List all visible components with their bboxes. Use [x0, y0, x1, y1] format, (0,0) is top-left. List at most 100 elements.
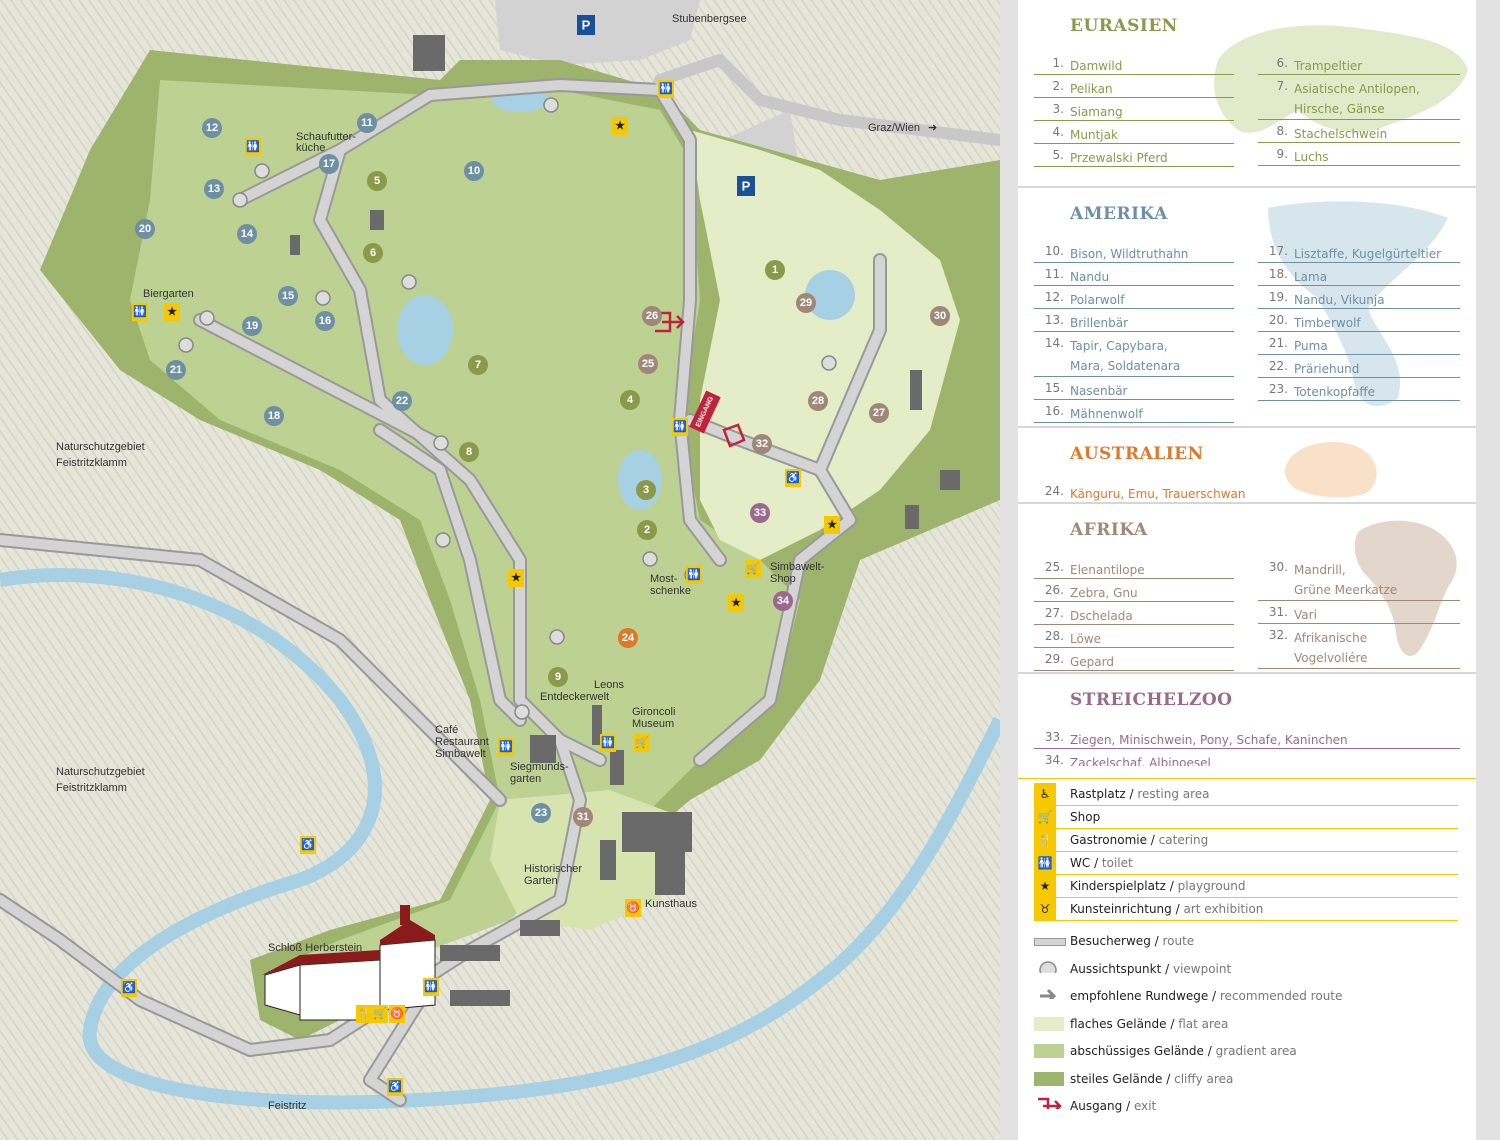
animal-marker-5[interactable]: 5	[367, 171, 387, 191]
animal-marker-9[interactable]: 9	[548, 667, 568, 687]
legend-item-line: Trampeltier	[1294, 59, 1363, 73]
animal-marker-15[interactable]: 15	[278, 286, 298, 306]
marker-circle[interactable]	[869, 403, 889, 423]
legend-item-label: Stachelschwein	[1294, 124, 1387, 144]
svg-text:garten: garten	[510, 773, 541, 785]
animal-marker-20[interactable]: 20	[135, 219, 155, 239]
marker-circle[interactable]	[620, 390, 640, 410]
legend-item-label: Känguru, Emu, Trauerschwan	[1070, 484, 1246, 502]
marker-circle[interactable]	[618, 628, 638, 648]
art-icon: ♉	[1034, 898, 1056, 920]
marker-circle[interactable]	[930, 306, 950, 326]
animal-marker-6[interactable]: 6	[363, 243, 383, 263]
map-key-de: steiles Gelände	[1070, 1071, 1163, 1086]
marker-circle[interactable]	[808, 391, 828, 411]
legend-item-label: Bison, Wildtruthahn	[1070, 244, 1188, 264]
marker-circle[interactable]	[315, 311, 335, 331]
marker-circle[interactable]	[204, 179, 224, 199]
animal-marker-14[interactable]: 14	[237, 224, 257, 244]
animal-marker-7[interactable]: 7	[468, 355, 488, 375]
animal-marker-17[interactable]: 17	[319, 154, 339, 174]
marker-circle[interactable]	[750, 503, 770, 523]
viewpoint-icon	[549, 629, 565, 645]
marker-number: 13	[208, 183, 220, 195]
animal-marker-26[interactable]: 26	[642, 306, 662, 326]
marker-circle[interactable]	[319, 154, 339, 174]
marker-circle[interactable]	[636, 480, 656, 500]
viewpoints[interactable]	[178, 97, 837, 720]
animal-marker-11[interactable]: 11	[357, 113, 377, 133]
animal-marker-16[interactable]: 16	[315, 311, 335, 331]
animal-marker-10[interactable]: 10	[464, 161, 484, 181]
art-icon: ♉	[626, 901, 640, 914]
marker-circle[interactable]	[638, 354, 658, 374]
marker-circle[interactable]	[752, 434, 772, 454]
animal-marker-3[interactable]: 3	[636, 480, 656, 500]
icon-key-en: catering	[1158, 833, 1209, 847]
animal-marker-31[interactable]: 31	[573, 807, 593, 827]
zoo-map[interactable]: P P EINGANG Stubenbergsee Graz/Wien ➜ Sc…	[0, 0, 1000, 1140]
animal-markers[interactable]: 1234567891011121314151617181920212223242…	[135, 113, 950, 827]
animal-marker-1[interactable]: 1	[765, 260, 785, 280]
marker-circle[interactable]	[531, 803, 551, 823]
exit-icon[interactable]	[655, 311, 685, 333]
animal-marker-24[interactable]: 24	[618, 628, 638, 648]
animal-marker-32[interactable]: 32	[752, 434, 772, 454]
animal-marker-30[interactable]: 30	[930, 306, 950, 326]
marker-circle[interactable]	[468, 355, 488, 375]
animal-marker-25[interactable]: 25	[638, 354, 658, 374]
animal-marker-29[interactable]: 29	[796, 293, 816, 313]
legend-item-line: Nasenbär	[1070, 384, 1128, 398]
exit-icon[interactable]	[722, 423, 746, 448]
legend-item-line: Polarwolf	[1070, 293, 1125, 307]
marker-circle[interactable]	[637, 520, 657, 540]
map-key-label: Besucherweg / route	[1070, 934, 1195, 948]
marker-circle[interactable]	[357, 113, 377, 133]
legend-item: 11.Nandu	[1034, 263, 1234, 286]
animal-marker-33[interactable]: 33	[750, 503, 770, 523]
marker-circle[interactable]	[773, 591, 793, 611]
marker-circle[interactable]	[363, 243, 383, 263]
marker-circle[interactable]	[796, 293, 816, 313]
legend-item: 25.Elenantilope	[1034, 556, 1234, 579]
animal-marker-27[interactable]: 27	[869, 403, 889, 423]
animal-marker-8[interactable]: 8	[459, 442, 479, 462]
animal-marker-23[interactable]: 23	[531, 803, 551, 823]
marker-circle[interactable]	[367, 171, 387, 191]
parking-sign: P	[577, 15, 595, 35]
marker-circle[interactable]	[135, 219, 155, 239]
animal-marker-18[interactable]: 18	[264, 406, 284, 426]
marker-circle[interactable]	[573, 807, 593, 827]
animal-marker-12[interactable]: 12	[202, 118, 222, 138]
marker-circle[interactable]	[642, 306, 662, 326]
legend-item: 8.Stachelschwein	[1258, 120, 1460, 143]
animal-marker-4[interactable]: 4	[620, 390, 640, 410]
marker-circle[interactable]	[278, 286, 298, 306]
marker-circle[interactable]	[237, 224, 257, 244]
marker-circle[interactable]	[242, 316, 262, 336]
marker-circle[interactable]	[392, 391, 412, 411]
icon-key-en: resting area	[1137, 787, 1210, 801]
animal-marker-2[interactable]: 2	[637, 520, 657, 540]
castle-schloss-herberstein[interactable]	[262, 905, 436, 1021]
animal-marker-19[interactable]: 19	[242, 316, 262, 336]
animal-marker-21[interactable]: 21	[166, 360, 186, 380]
marker-circle[interactable]	[264, 406, 284, 426]
animal-marker-13[interactable]: 13	[204, 179, 224, 199]
facility-icons[interactable]: 🚻 ★ 🚻 🚻 ★ 🚻 ★ 🚻 🛒 ★ ★ 🚻 🚻 🛒 ♉ 🚻 🍴 🛒	[121, 80, 840, 1096]
marker-circle[interactable]	[202, 118, 222, 138]
legend-item-number: 20.	[1268, 313, 1288, 327]
marker-circle[interactable]	[459, 442, 479, 462]
art-icon: ♉	[390, 1007, 404, 1020]
marker-circle[interactable]	[548, 667, 568, 687]
legend-item-line: Hirsche, Gänse	[1294, 102, 1385, 116]
animal-marker-22[interactable]: 22	[392, 391, 412, 411]
marker-circle[interactable]	[166, 360, 186, 380]
animal-marker-34[interactable]: 34	[773, 591, 793, 611]
marker-number: 22	[396, 395, 408, 407]
marker-circle[interactable]	[765, 260, 785, 280]
marker-circle[interactable]	[464, 161, 484, 181]
animal-marker-28[interactable]: 28	[808, 391, 828, 411]
legend-item-label: Zebra, Gnu	[1070, 583, 1138, 603]
viewpoint-icon	[315, 290, 331, 306]
